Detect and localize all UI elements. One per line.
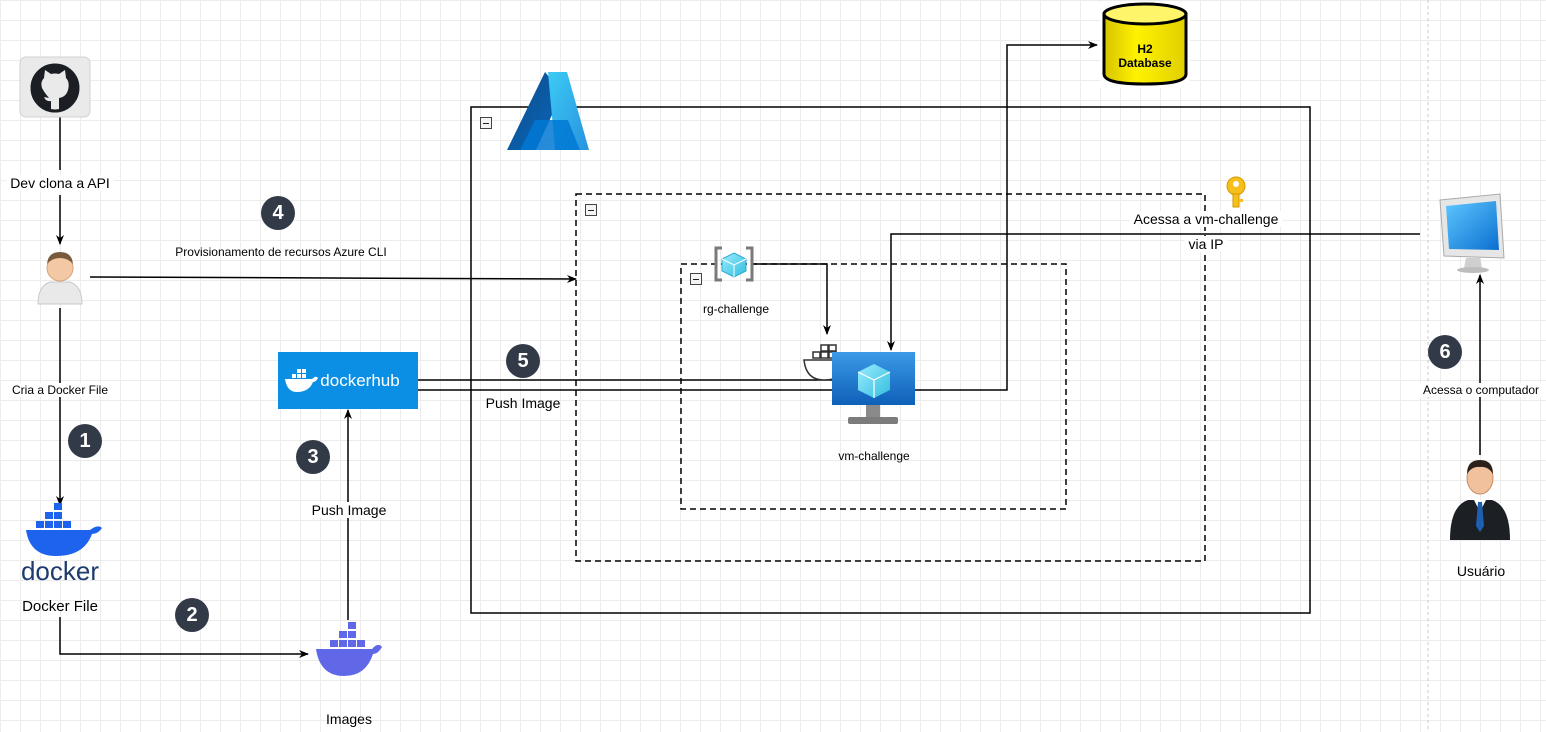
docker-wordmark: docker [21, 556, 99, 586]
h2-label-line2: Database [1118, 56, 1172, 70]
azure-collapse-toggle[interactable] [480, 117, 492, 129]
resource-group-icon[interactable] [714, 246, 754, 282]
resource-group-collapse-toggle[interactable] [585, 204, 597, 216]
label-acessa-computador: Acessa o computador [1418, 383, 1544, 397]
label-images: Images [326, 711, 372, 727]
edge-rg-to-vm [752, 263, 831, 335]
label-rg-challenge: rg-challenge [702, 302, 770, 316]
label-usuario: Usuário [1456, 563, 1506, 579]
vm-container[interactable] [680, 263, 1067, 510]
h2-label-line1: H2 [1137, 42, 1153, 56]
step-badge-6: 6 [1428, 335, 1462, 369]
step-badge-5: 5 [506, 344, 540, 378]
azure-container[interactable] [470, 106, 1311, 614]
label-cria-docker: Cria a Docker File [7, 383, 113, 397]
edge-dockerfile-to-images [59, 617, 309, 658]
vm-collapse-toggle[interactable] [690, 273, 702, 285]
label-docker-file: Docker File [22, 598, 98, 615]
key-icon[interactable] [1226, 176, 1246, 208]
label-acessa-vm: Acessa a vm-challenge [1129, 211, 1283, 227]
label-push-image-left: Push Image [307, 502, 391, 518]
edge-computer-to-vm [887, 233, 1420, 351]
dockerhub-wordmark: dockerhub [320, 371, 399, 390]
label-push-image-mid: Push Image [485, 395, 561, 411]
developer-icon[interactable] [37, 252, 83, 305]
label-vm-challenge: vm-challenge [838, 449, 910, 463]
label-via-ip: via IP [1184, 236, 1228, 252]
label-provisionamento: Provisionamento de recursos Azure CLI [175, 245, 387, 259]
step-badge-3: 3 [296, 440, 330, 474]
docker-logo-icon[interactable] [26, 503, 102, 556]
user-icon[interactable] [1450, 460, 1510, 540]
step-badge-2: 2 [175, 598, 209, 632]
images-whale-icon[interactable] [316, 622, 382, 676]
computer-icon[interactable] [1439, 193, 1505, 273]
resource-group-container[interactable] [575, 193, 1206, 562]
step-badge-1: 1 [68, 424, 102, 458]
edge-dev-to-azure [89, 274, 577, 283]
github-icon[interactable] [19, 56, 91, 118]
dockerhub-logo-icon[interactable] [278, 352, 418, 409]
label-dev-clona: Dev clona a API [6, 175, 114, 191]
vm-challenge-icon[interactable] [832, 352, 915, 424]
h2-database-icon[interactable] [1100, 2, 1190, 88]
step-badge-4: 4 [261, 196, 295, 230]
azure-logo-icon[interactable] [507, 72, 589, 150]
edge-vm-to-h2 [914, 41, 1098, 391]
